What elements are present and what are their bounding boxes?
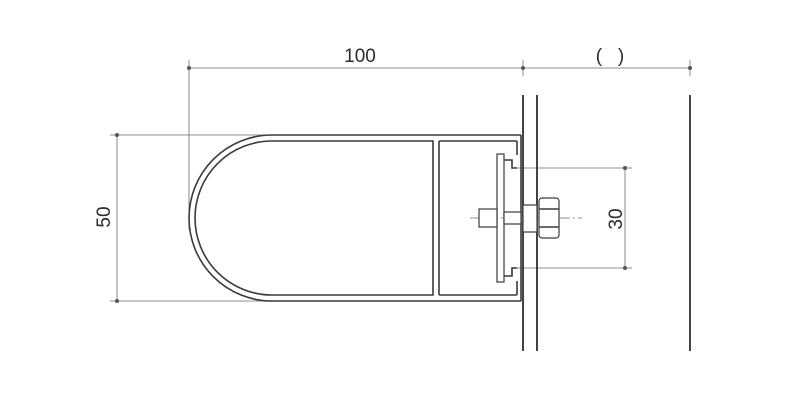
hex-nut bbox=[538, 197, 560, 239]
bolt-spacing-dimension: 30 bbox=[514, 166, 632, 270]
profile-inner-chamber bbox=[194, 140, 434, 296]
washer bbox=[522, 204, 538, 233]
dim-dot bbox=[115, 133, 119, 137]
height-dimension: 50 bbox=[94, 133, 265, 303]
bolt-assembly bbox=[470, 197, 582, 239]
dim-dot bbox=[115, 299, 119, 303]
bolt-shank bbox=[503, 211, 522, 225]
profile-outer bbox=[188, 134, 521, 302]
dim-dot bbox=[623, 266, 627, 270]
dim-dot bbox=[623, 166, 627, 170]
gap-dimension-label: ( ) bbox=[596, 46, 625, 67]
top-dimension: 100 ( ) bbox=[187, 46, 692, 230]
lower-slot bbox=[504, 267, 517, 277]
width-dimension-label: 100 bbox=[344, 46, 376, 67]
upper-slot bbox=[504, 159, 517, 169]
dim-dot bbox=[187, 66, 191, 70]
bolt-spacing-label: 30 bbox=[606, 208, 627, 229]
dim-dot bbox=[521, 66, 525, 70]
height-dimension-label: 50 bbox=[94, 206, 115, 227]
handrail-profile bbox=[188, 134, 522, 302]
bolt-shank-end bbox=[478, 208, 498, 228]
dim-dot bbox=[688, 66, 692, 70]
